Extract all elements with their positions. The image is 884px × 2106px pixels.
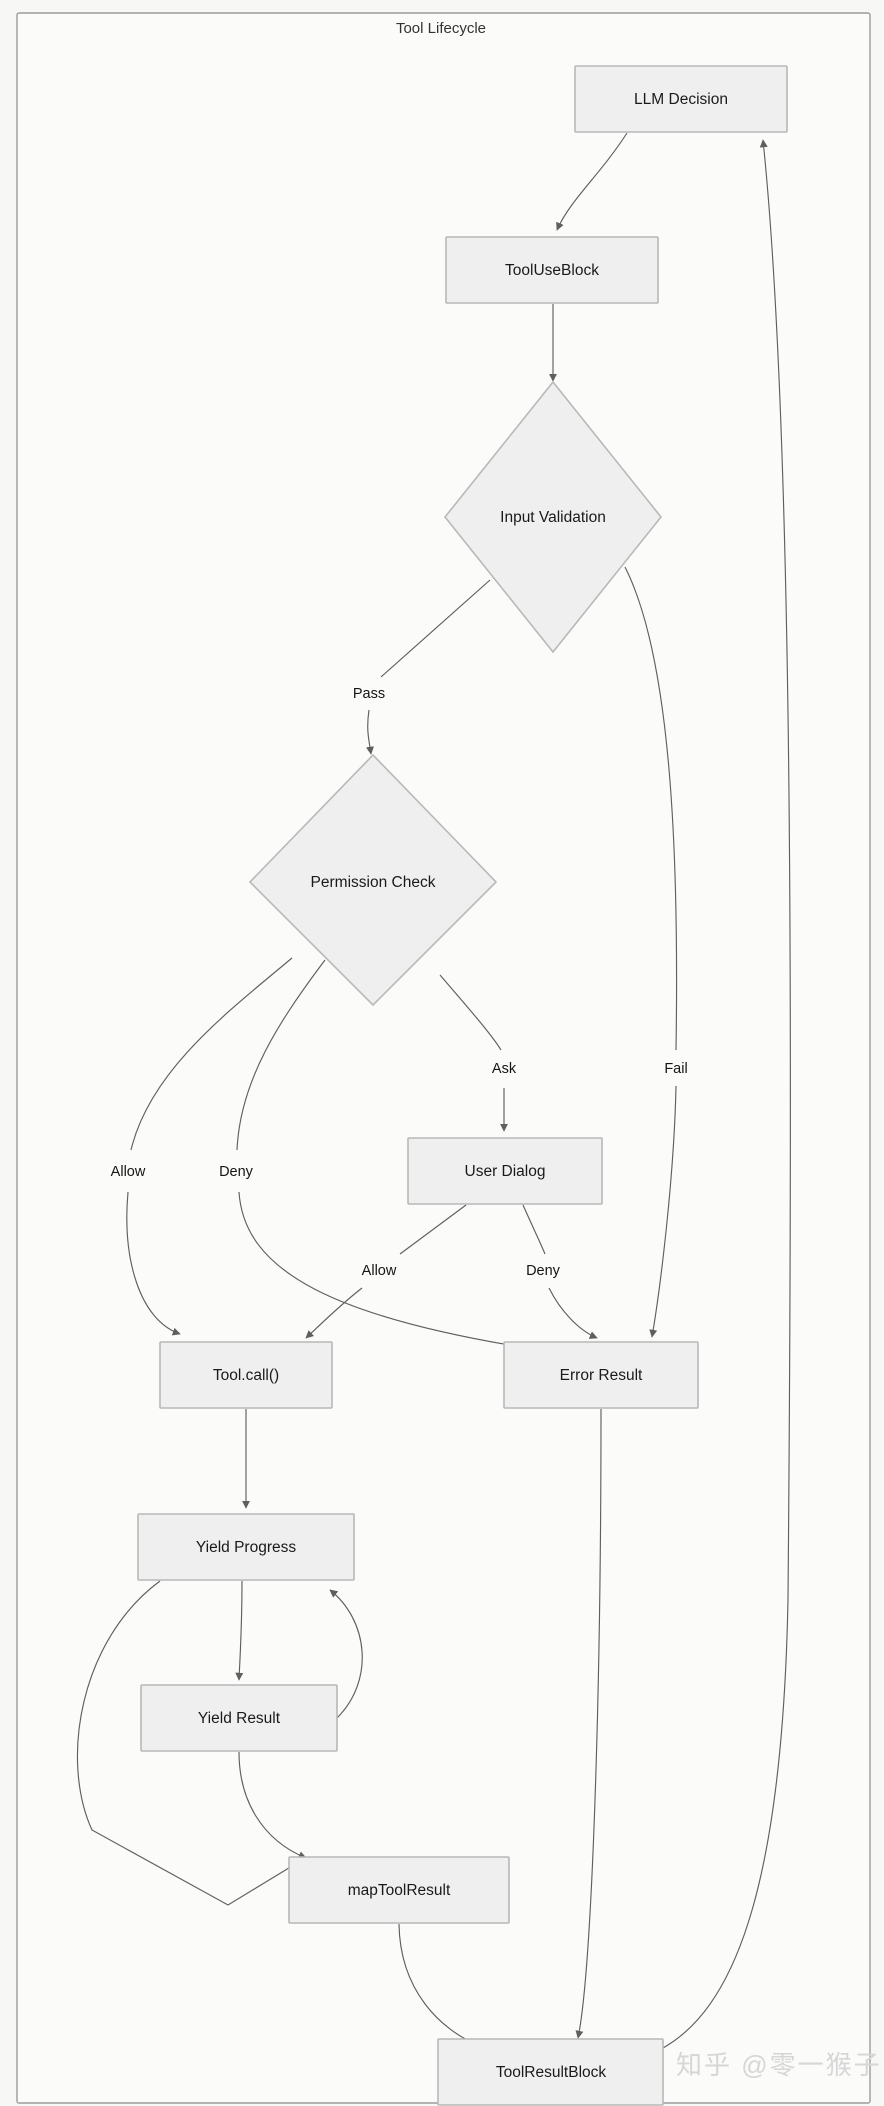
node-error-result[interactable]: Error Result [503, 1341, 699, 1409]
edge-label-allow-permission: Allow [95, 1158, 161, 1184]
node-llm-decision-box[interactable] [574, 65, 788, 133]
edge-label-fail: Fail [652, 1055, 700, 1081]
edge-label-fail-text: Fail [664, 1061, 687, 1077]
node-input-validation-diamond[interactable] [443, 380, 663, 654]
edge-label-pass-text: Pass [353, 686, 385, 702]
edge-llm-to-tooluseblock [556, 132, 628, 231]
node-llm-decision[interactable]: LLM Decision [574, 65, 788, 133]
node-input-validation-label: Input Validation [500, 509, 606, 526]
node-permission-check-diamond[interactable] [248, 753, 498, 1007]
edge-label-deny-dialog-text: Deny [526, 1263, 561, 1279]
node-permission-check-label: Permission Check [311, 874, 436, 891]
node-user-dialog-label: User Dialog [465, 1163, 546, 1180]
edge-label-ask: Ask [480, 1055, 528, 1081]
node-llm-decision-label: LLM Decision [634, 91, 728, 108]
subgraph-frame [16, 12, 871, 2104]
node-yield-progress-label: Yield Progress [196, 1539, 296, 1556]
edge-label-allow-dialog-text: Allow [362, 1263, 397, 1279]
node-tool-call[interactable]: Tool.call() [159, 1341, 333, 1409]
node-error-result-label: Error Result [560, 1367, 643, 1384]
edge-label-allow-dialog: Allow [346, 1257, 412, 1283]
edge-yield-result-to-yield-progress [329, 1589, 363, 1719]
edge-input-validation-to-error-result [624, 566, 678, 1337]
edge-yield-progress-to-yield-result [235, 1580, 244, 1681]
node-layer: LLM Decision ToolUseBlock Input Validati… [137, 65, 788, 2106]
node-maptoolresult-box[interactable] [288, 1856, 510, 1924]
edge-toolresultblock-to-llm-decision [662, 139, 791, 2049]
edge-label-ask-text: Ask [492, 1061, 517, 1077]
node-yield-result-label: Yield Result [198, 1710, 281, 1727]
edge-label-allow-permission-text: Allow [111, 1164, 146, 1180]
node-toolresultblock[interactable]: ToolResultBlock [437, 2038, 664, 2106]
node-tool-call-box[interactable] [159, 1341, 333, 1409]
edge-error-result-to-toolresultblock [575, 1408, 602, 2039]
node-input-validation[interactable]: Input Validation [443, 380, 663, 654]
node-tooluseblock-label: ToolUseBlock [505, 262, 599, 279]
edge-user-dialog-to-tool-call [306, 1204, 467, 1338]
edge-yield-result-to-maptoolresult [238, 1751, 307, 1859]
diagram-title: Tool Lifecycle [396, 20, 486, 37]
edge-label-deny-dialog: Deny [512, 1257, 574, 1283]
edge-label-layer: Pass Fail Allow Deny Ask Allow [95, 680, 700, 1283]
node-toolresultblock-label: ToolResultBlock [496, 2064, 607, 2081]
node-user-dialog[interactable]: User Dialog [407, 1137, 603, 1205]
node-tooluseblock[interactable]: ToolUseBlock [445, 236, 659, 304]
node-yield-progress[interactable]: Yield Progress [137, 1513, 355, 1581]
edge-permission-check-to-error-result [236, 959, 560, 1353]
node-tooluseblock-box[interactable] [445, 236, 659, 304]
edge-label-deny-permission-text: Deny [219, 1164, 254, 1180]
node-permission-check[interactable]: Permission Check [248, 753, 498, 1007]
node-toolresultblock-box[interactable] [437, 2038, 664, 2106]
watermark-text: 知乎 @零一猴子 [676, 2050, 882, 2080]
edge-user-dialog-to-error-result [522, 1204, 597, 1338]
node-maptoolresult[interactable]: mapToolResult [288, 1856, 510, 1924]
edge-label-deny-permission: Deny [205, 1158, 267, 1184]
node-yield-result-box[interactable] [140, 1684, 338, 1752]
node-tool-call-label: Tool.call() [213, 1367, 279, 1384]
node-user-dialog-box[interactable] [407, 1137, 603, 1205]
edge-label-pass: Pass [341, 680, 397, 706]
node-error-result-box[interactable] [503, 1341, 699, 1409]
edge-yield-progress-to-maptoolresult [76, 1580, 303, 1906]
node-yield-progress-box[interactable] [137, 1513, 355, 1581]
edge-permission-check-to-tool-call [126, 957, 293, 1334]
edge-input-validation-to-permission-check [368, 579, 491, 754]
node-yield-result[interactable]: Yield Result [140, 1684, 338, 1752]
edge-permission-check-to-user-dialog [439, 974, 504, 1131]
node-maptoolresult-label: mapToolResult [348, 1882, 451, 1899]
